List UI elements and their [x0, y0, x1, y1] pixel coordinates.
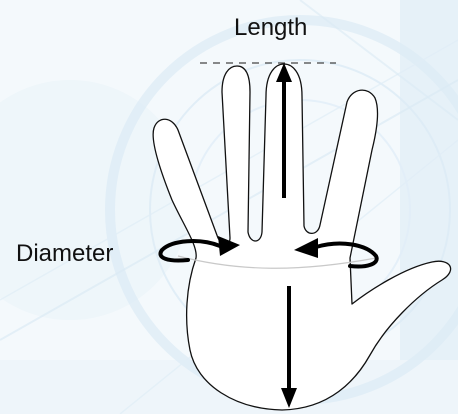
- length-label: Length: [234, 16, 307, 40]
- diameter-label: Diameter: [16, 242, 113, 266]
- hand-outline: [153, 64, 451, 410]
